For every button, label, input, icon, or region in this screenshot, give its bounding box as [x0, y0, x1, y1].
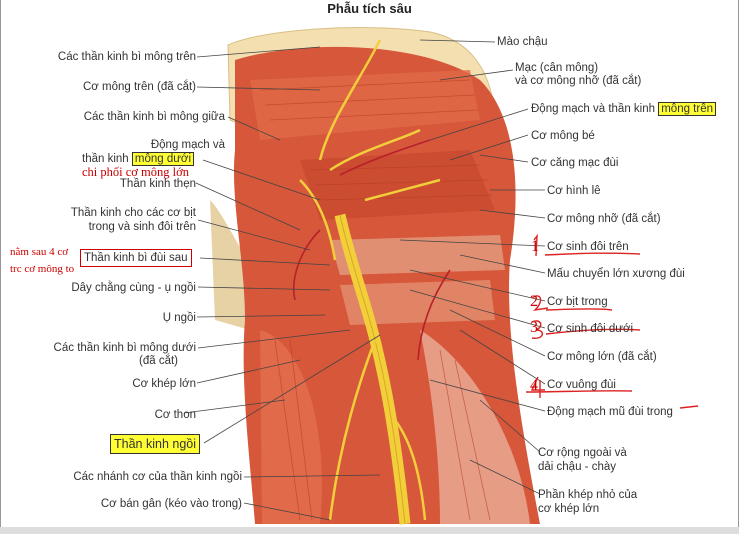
label-u-ngoi: Ụ ngồi [162, 312, 196, 324]
label-than-kinh-then: Thần kinh thẹn [119, 178, 196, 190]
label-cac-than-kinh-bi-mong-tren: Các thần kinh bì mông trên [57, 51, 196, 63]
label-dai-chau-chay: dải chậu - chày [538, 461, 616, 473]
label-co-mong-be: Cơ mông bé [531, 130, 595, 142]
label-va-co-mong-nho-da-cat: và cơ mông nhỡ (đã cắt) [515, 75, 642, 87]
label-phan-khep-nho-cua: Phần khép nhỏ của [538, 489, 638, 501]
label-than-kinh-cho-cac-co-bit: Thần kinh cho các cơ bịt [70, 207, 196, 219]
highlight-mong-tren: mông trên [658, 102, 716, 116]
label-co-sinh-doi-tren: Cơ sinh đôi trên [547, 241, 629, 253]
label-than-kinh-mong-duoi: thần kinh mông dưới [82, 152, 195, 166]
figure-title: Phẫu tích sâu [327, 1, 412, 16]
label-than-kinh-ngoi: Thần kinh ngồi [110, 434, 201, 454]
label-co-sinh-doi-duoi: Cơ sinh đôi dưới [547, 323, 634, 335]
label-cac-than-kinh-bi-mong-giua: Các thần kinh bì mông giữa [83, 111, 225, 123]
label-co-khep-lon-right: cơ khép lớn [538, 503, 600, 515]
label-co-ban-gan: Cơ bán gân (kéo vào trong) [100, 498, 242, 510]
label-co-bit-trong: Cơ bịt trong [547, 296, 608, 308]
label-co-hinh-le: Cơ hình lê [547, 185, 601, 197]
label-co-mong-lon-da-cat: Cơ mông lớn (đã cắt) [547, 351, 657, 363]
label-day-chang-cung-u-ngoi: Dây chằng cùng - ụ ngồi [71, 282, 196, 294]
label-than-kinh-bi-dui-sau: Thần kinh bì đùi sau [80, 249, 192, 267]
label-than-kinh-prefix: thần kinh [82, 153, 132, 165]
label-da-cat-left: (đã cắt) [139, 355, 178, 367]
label-dong-mach-mu-dui-trong: Động mạch mũ đùi trong [547, 406, 673, 418]
note-chi-phoi-co-mong-lon: chi phối cơ mông lớn [82, 165, 189, 179]
note-number-1: 1 [531, 238, 539, 255]
label-co-vuong-dui: Cơ vuông đùi [547, 379, 616, 391]
note-trc-co-mong-to: trc cơ mông to [10, 263, 75, 275]
note-number-3: 3 [530, 319, 538, 336]
label-dong-mach-prefix: Động mạch và thần kinh [531, 103, 659, 115]
bottom-scrollbar[interactable] [0, 527, 739, 534]
label-dong-mach-va: Động mạch và [150, 139, 225, 151]
note-number-4: 4 [530, 377, 538, 394]
label-mao-chau: Mào chậu [497, 36, 548, 48]
label-co-mong-nho-da-cat: Cơ mông nhỡ (đã cắt) [547, 213, 661, 225]
label-mac-can-mong: Mạc (cân mông) [515, 62, 599, 74]
note-nam-sau-4-co: nằm sau 4 cơ [10, 246, 69, 258]
label-co-thon: Cơ thon [154, 409, 196, 421]
label-mau-chuyen-lon-xuong-dui: Mấu chuyển lớn xương đùi [547, 268, 685, 280]
label-co-khep-lon: Cơ khép lớn [132, 378, 196, 390]
label-co-mong-tren: Cơ mông trên (đã cắt) [82, 81, 196, 93]
label-dong-mach-va-than-kinh-mong-tren: Động mạch và thần kinh mông trên [531, 102, 716, 116]
highlight-mong-duoi: mông dưới [131, 152, 195, 166]
note-number-2: 2 [530, 293, 538, 310]
label-co-cang-mac-dui: Cơ căng mạc đùi [531, 157, 619, 169]
label-co-rong-ngoai-va: Cơ rộng ngoài và [538, 447, 627, 459]
label-trong-va-sinh-doi-tren: trong và sinh đôi trên [88, 221, 196, 233]
label-cac-nhanh-co-cua-than-kinh-ngoi: Các nhánh cơ của thần kinh ngồi [73, 471, 242, 483]
label-cac-than-kinh-bi-mong-duoi: Các thần kinh bì mông dưới [53, 342, 196, 354]
